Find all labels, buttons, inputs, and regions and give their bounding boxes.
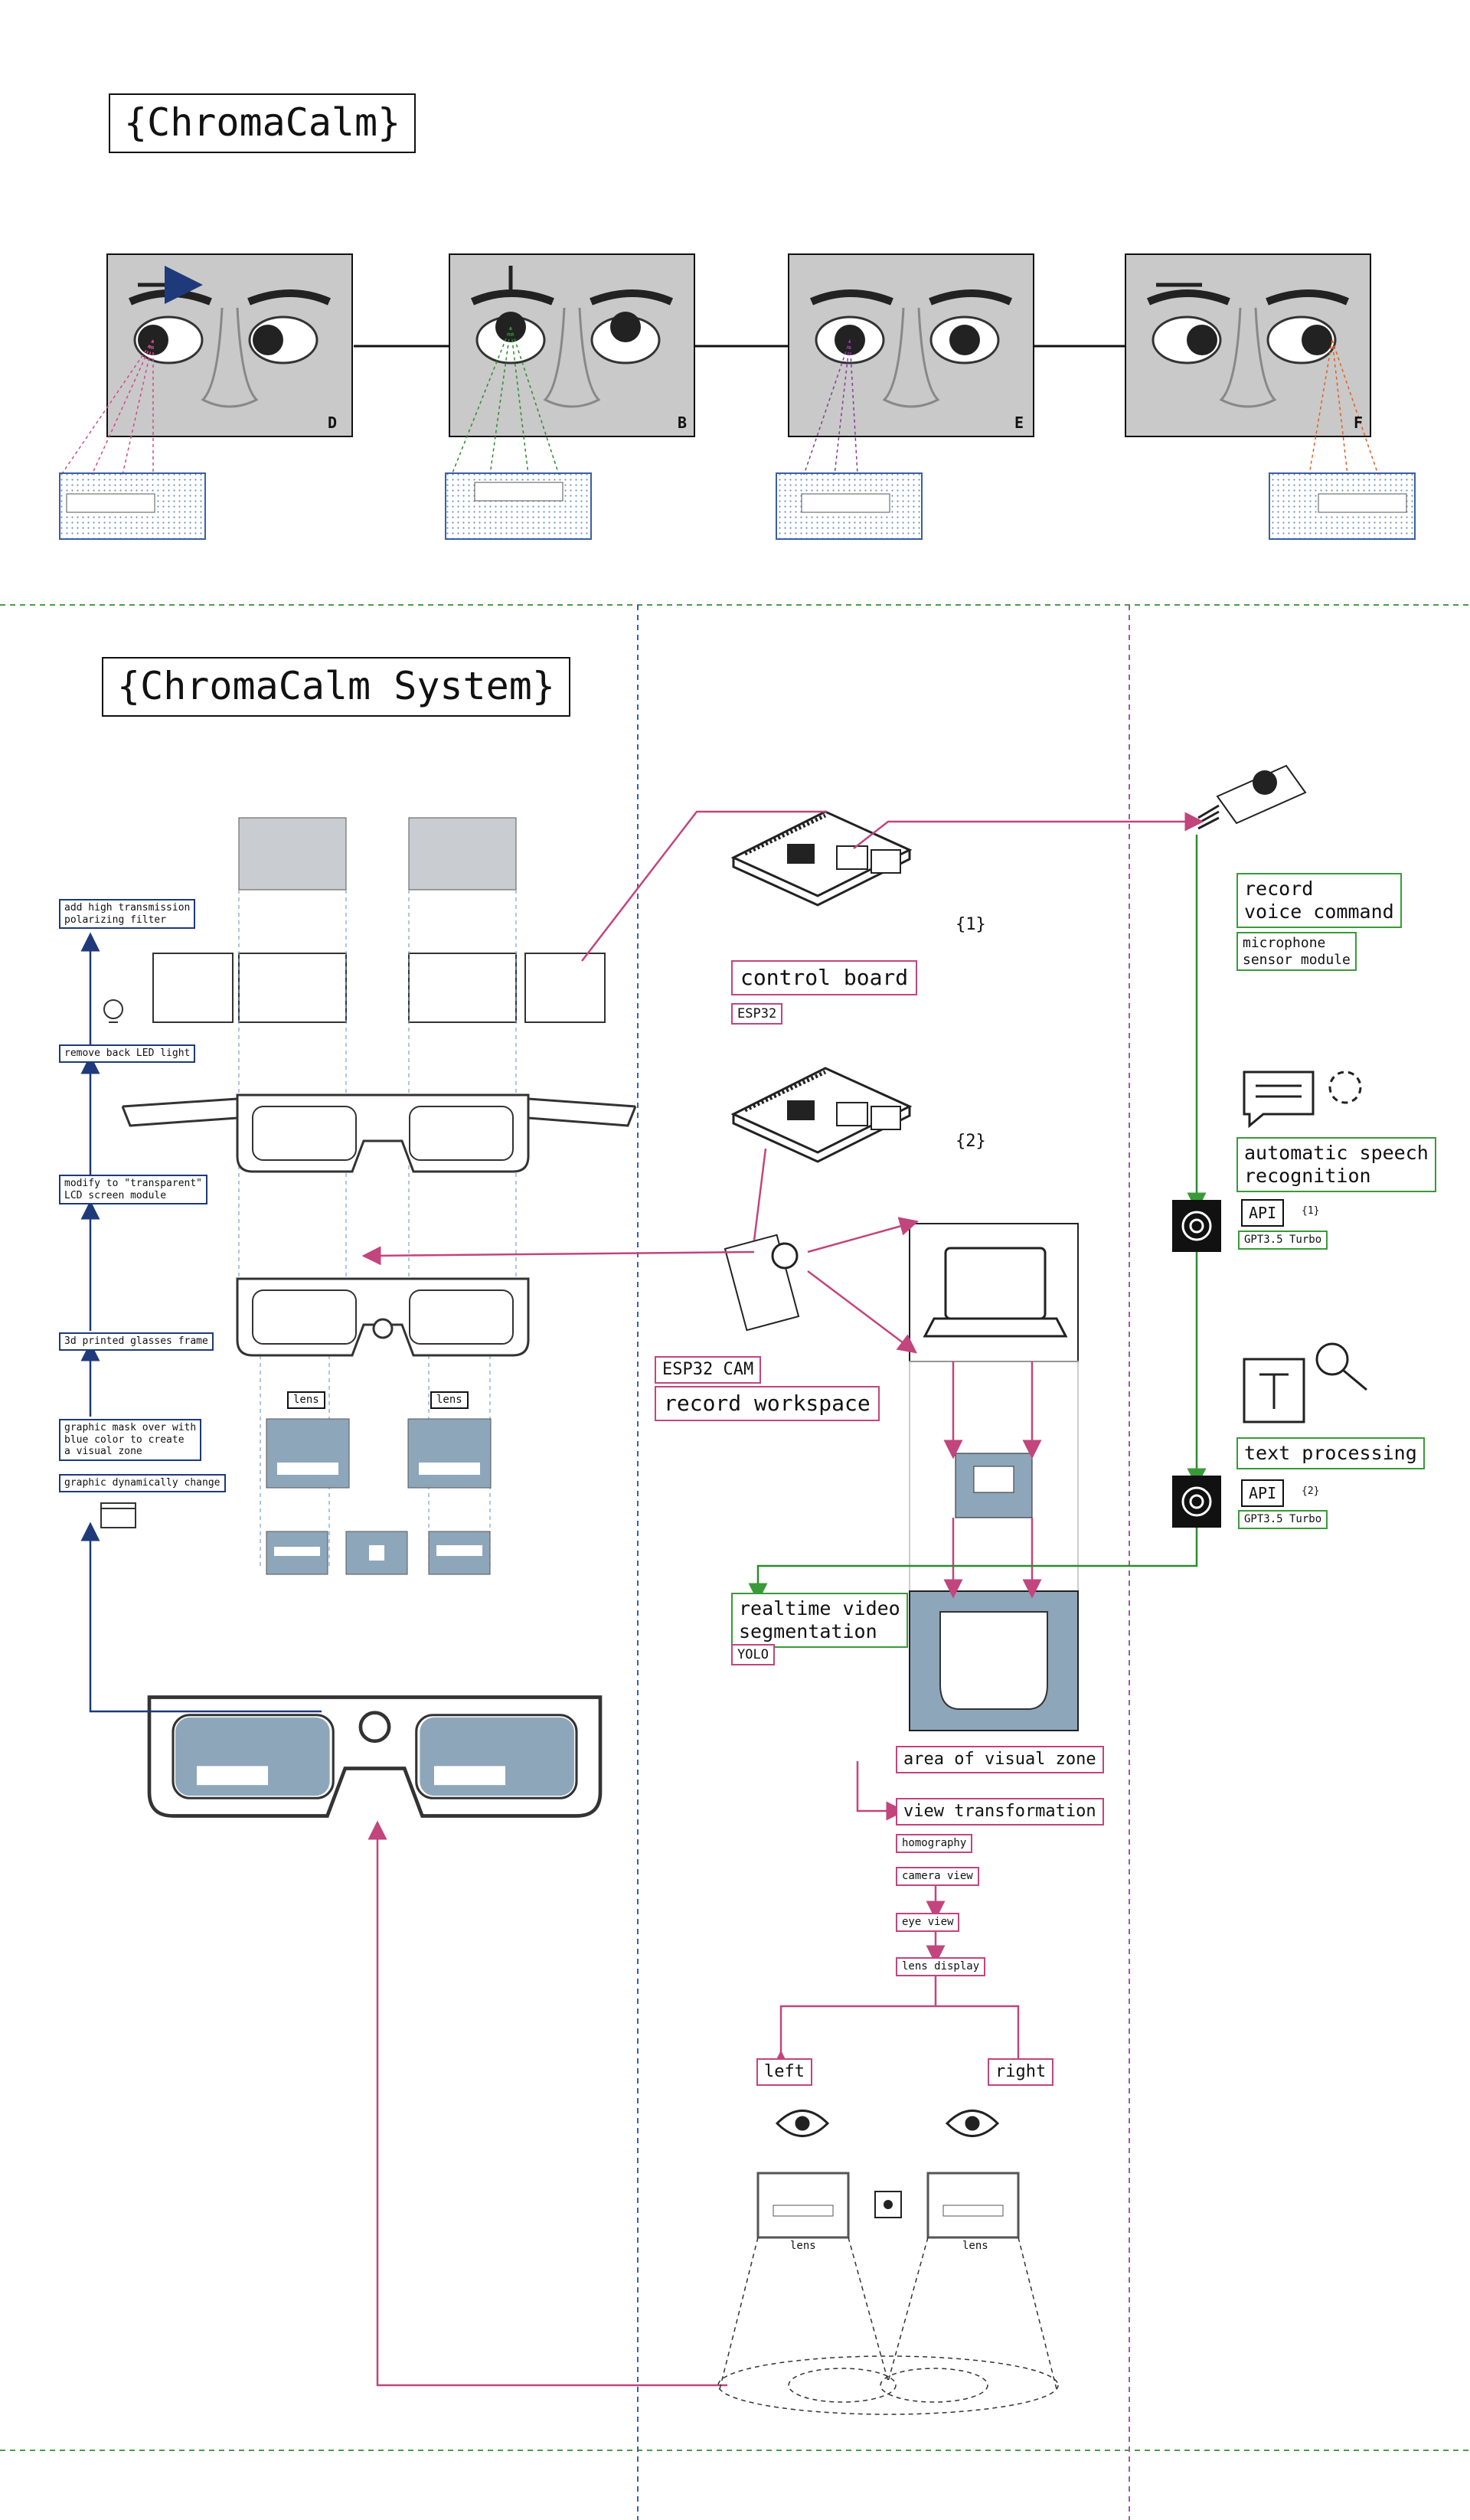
text-processing-label: text processing bbox=[1236, 1437, 1425, 1469]
gpt-2-label: GPT3.5 Turbo bbox=[1238, 1510, 1328, 1529]
laptop-frame bbox=[909, 1223, 1079, 1731]
lens-right-caption: lens bbox=[962, 2240, 988, 2252]
asr-label: automatic speech recognition bbox=[1236, 1137, 1436, 1192]
api-2-ref: {2} bbox=[1302, 1486, 1320, 1497]
system-title: {ChromaCalm System} bbox=[102, 657, 570, 717]
api-1-label: API bbox=[1241, 1199, 1285, 1227]
step-glasses-frame: 3d printed glasses frame bbox=[59, 1332, 214, 1351]
eye-panel-letter: D bbox=[328, 413, 338, 432]
yolo-label: YOLO bbox=[731, 1644, 775, 1666]
text-search-icon bbox=[1243, 1342, 1367, 1423]
step-remove-led: remove back LED light bbox=[59, 1044, 196, 1063]
step-polarizing-filter: add high transmission polarizing filter bbox=[59, 899, 196, 930]
openai-logo-icon-2 bbox=[1172, 1476, 1221, 1528]
view-transformation: view transformation bbox=[896, 1798, 1104, 1826]
glasses-frame-open bbox=[236, 1093, 530, 1173]
api-2-label: API bbox=[1241, 1479, 1285, 1507]
area-visual-zone: area of visual zone bbox=[896, 1746, 1104, 1774]
eye-view-label: eye view bbox=[896, 1913, 960, 1932]
esp32-cam-label: ESP32 CAM bbox=[655, 1356, 762, 1384]
microphone-module bbox=[1197, 764, 1307, 830]
homography-label: homography bbox=[896, 1834, 973, 1853]
step-dynamic-graphic: graphic dynamically change bbox=[59, 1474, 226, 1492]
step-lcd-module: modify to "transparent" LCD screen modul… bbox=[59, 1175, 208, 1205]
polarizing-filters bbox=[238, 817, 517, 891]
voice-command-label: record voice command bbox=[1236, 873, 1402, 928]
lens-mask-blocks bbox=[266, 1418, 492, 1575]
esp32-label: ESP32 bbox=[731, 1003, 783, 1025]
lens-display-label: lens display bbox=[896, 1957, 986, 1976]
mic-module-label: microphone sensor module bbox=[1236, 932, 1357, 972]
led-bulb-icon bbox=[103, 999, 123, 1023]
segmentation-label: realtime video segmentation bbox=[731, 1593, 908, 1648]
step-graphic-mask: graphic mask over with blue color to cre… bbox=[59, 1419, 202, 1461]
lens-left-caption: lens bbox=[790, 2240, 816, 2252]
eye-panel-f bbox=[1125, 254, 1370, 436]
lens-label-left: lens bbox=[287, 1391, 325, 1409]
board-number-2: {2} bbox=[956, 1132, 986, 1151]
right-output-label: right bbox=[988, 2058, 1054, 2087]
openai-logo-icon-1 bbox=[1172, 1200, 1221, 1252]
control-board-label: control board bbox=[731, 960, 918, 995]
gaze-target-boxes bbox=[59, 472, 1416, 540]
eye-panel-letter: B bbox=[678, 413, 688, 432]
gpt-1-label: GPT3.5 Turbo bbox=[1238, 1231, 1328, 1250]
lens-label-right: lens bbox=[430, 1391, 469, 1409]
glasses-final bbox=[149, 1698, 600, 1816]
lens-frames bbox=[756, 2172, 1020, 2239]
left-output-label: left bbox=[756, 2058, 812, 2087]
eye-panel-d bbox=[107, 254, 352, 436]
esp32-cam bbox=[724, 1234, 800, 1332]
right-eye-icon bbox=[945, 2110, 1000, 2137]
control-board-2 bbox=[733, 1068, 910, 1162]
camera-focus-icon bbox=[874, 2191, 902, 2218]
eye-panel-letter: F bbox=[1354, 413, 1364, 432]
camera-view-label: camera view bbox=[896, 1867, 979, 1886]
record-workspace-label: record workspace bbox=[655, 1386, 880, 1421]
speech-bubble-icon bbox=[1243, 1070, 1315, 1129]
eye-panel-b bbox=[449, 254, 694, 436]
board-number-1: {1} bbox=[956, 915, 986, 934]
glasses-frame-printed bbox=[236, 1277, 530, 1357]
lcd-modules bbox=[152, 953, 606, 1023]
page-title: {ChromaCalm} bbox=[109, 93, 416, 153]
left-eye-icon bbox=[775, 2110, 830, 2137]
eye-panel-letter: E bbox=[1014, 413, 1024, 432]
code-window-icon bbox=[100, 1502, 136, 1528]
eye-panel-e bbox=[789, 254, 1034, 436]
api-1-ref: {1} bbox=[1302, 1205, 1320, 1217]
voice-recognition-icon bbox=[1328, 1070, 1362, 1104]
